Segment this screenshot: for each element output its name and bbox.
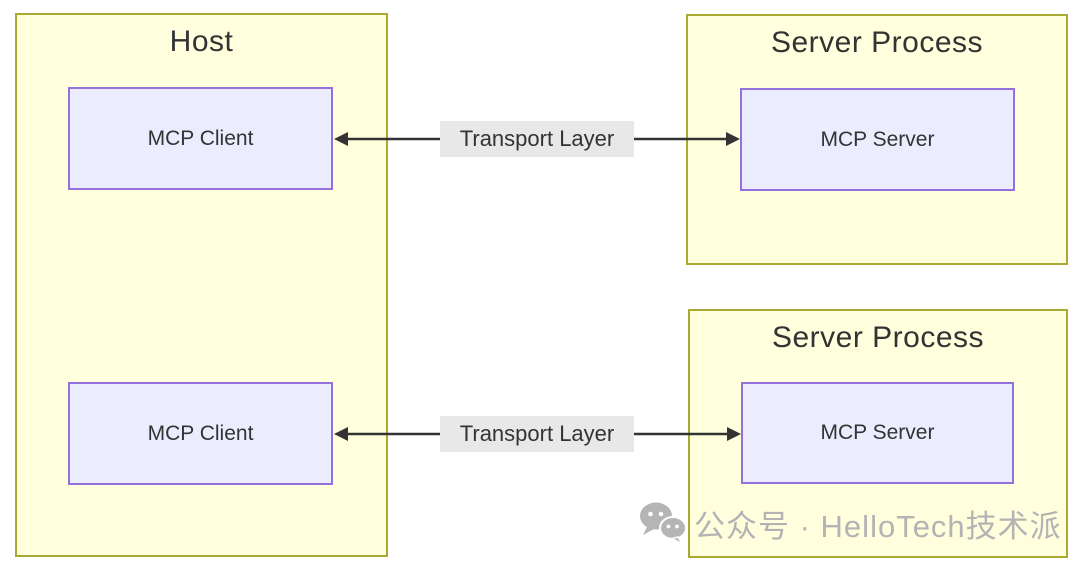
mcp-server-1-node: MCP Server [740,88,1015,191]
host-cluster-title: Host [169,25,234,58]
wechat-icon [640,502,687,546]
mcp-client-1-node: MCP Client [68,87,333,190]
server-process-1-title: Server Process [770,26,984,59]
transport-layer-label-2: Transport Layer [440,416,634,452]
transport-layer-label-1: Transport Layer [440,121,634,157]
mcp-client-2-node: MCP Client [68,382,333,485]
mcp-server-2-node: MCP Server [741,382,1014,484]
watermark-text: 公众号 · HelloTech技术派 [694,508,1062,544]
watermark: 公众号 · HelloTech技术派 [638,500,1062,546]
server-process-2-title: Server Process [771,321,985,354]
